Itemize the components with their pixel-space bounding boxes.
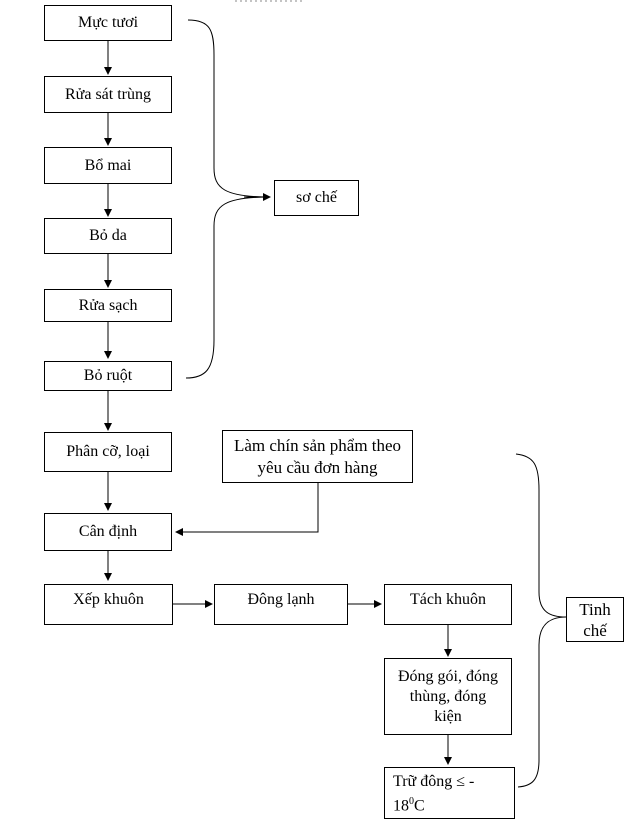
note-tinh-che-label: Tinh chế (579, 599, 611, 640)
step-can-dinh-label: Cân định (78, 523, 138, 540)
step-bo-da-label: Bỏ da (89, 227, 127, 244)
step-tach-khuon-label: Tách khuôn (410, 591, 486, 608)
tru-dong-num: 18 (393, 797, 409, 815)
step-dong-goi-label: Đóng gói, đóng thùng, đóng kiện (398, 667, 498, 725)
note-so-che: sơ chế (274, 180, 359, 216)
note-lam-chin: Làm chín sản phẩm theo yêu cầu đơn hàng (222, 430, 413, 483)
note-lam-chin-label: Làm chín sản phẩm theo yêu cầu đơn hàng (233, 435, 402, 477)
step-bo-mai-label: Bổ mai (84, 156, 132, 174)
tru-dong-sup: 0 (409, 796, 414, 807)
step-xep-khuon: Xếp khuôn (44, 584, 173, 625)
note-tinh-che: Tinh chế (566, 597, 624, 642)
step-dong-lanh: Đông lạnh (214, 584, 348, 625)
step-rua-sat-trung: Rửa sát trùng (44, 76, 172, 113)
step-bo-ruot-label: Bỏ ruột (83, 367, 133, 384)
step-phan-co-label: Phân cỡ, loại (66, 443, 150, 460)
step-rua-sach-label: Rửa sạch (78, 296, 138, 314)
step-bo-mai: Bổ mai (44, 147, 172, 184)
brace-so-che (185, 19, 271, 379)
step-tru-dong-label: Trữ đông ≤ - 180C (393, 772, 474, 816)
step-muc-tuoi-label: Mực tươi (77, 14, 139, 31)
tru-dong-unit: C (414, 797, 425, 815)
step-tach-khuon: Tách khuôn (384, 584, 512, 625)
brace-tinh-che (515, 453, 567, 788)
step-can-dinh: Cân định (44, 513, 172, 551)
arrow-lam-chin-to-can-dinh (175, 483, 319, 536)
step-bo-ruot: Bỏ ruột (44, 361, 172, 391)
step-phan-co: Phân cỡ, loại (44, 432, 172, 472)
note-so-che-label: sơ chế (296, 189, 337, 206)
step-dong-lanh-label: Đông lạnh (247, 591, 315, 608)
step-rua-sat-trung-label: Rửa sát trùng (65, 85, 151, 103)
step-rua-sach: Rửa sạch (44, 289, 172, 322)
step-tru-dong: Trữ đông ≤ - 180C (384, 767, 515, 819)
step-dong-goi: Đóng gói, đóng thùng, đóng kiện (384, 658, 512, 735)
step-xep-khuon-label: Xếp khuôn (73, 591, 144, 608)
tru-dong-prefix: Trữ đông ≤ - (393, 773, 475, 790)
step-muc-tuoi: Mực tươi (44, 5, 172, 41)
step-bo-da: Bỏ da (44, 218, 172, 254)
